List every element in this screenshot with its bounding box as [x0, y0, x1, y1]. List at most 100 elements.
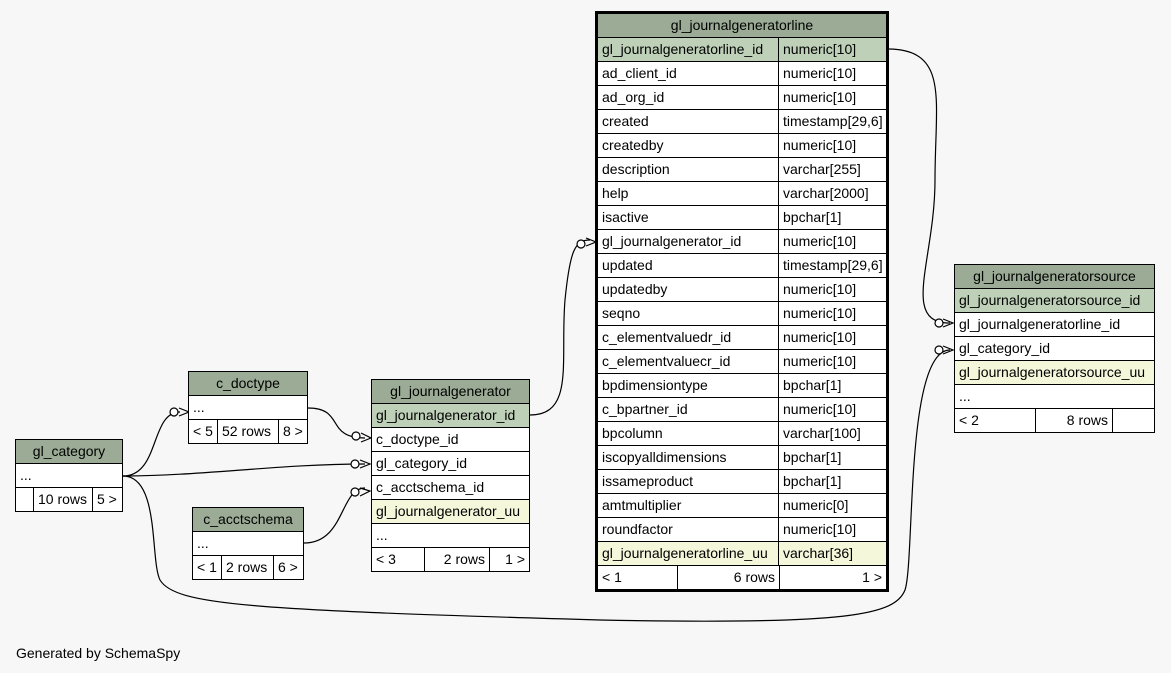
table-title: c_acctschema — [193, 508, 303, 532]
column-name: description — [602, 161, 670, 177]
column-name: ... — [197, 535, 209, 551]
children-count[interactable]: 1 > — [489, 548, 529, 571]
column-type: numeric[0] — [778, 494, 886, 517]
column-type: bpchar[1] — [778, 374, 886, 397]
column-name: gl_journalgeneratorline_uu — [602, 545, 768, 561]
column-list: ... — [16, 464, 122, 488]
children-count[interactable]: 8 > — [278, 420, 307, 443]
parents-count[interactable]: < 1 — [602, 569, 622, 585]
crowfoot — [359, 487, 372, 497]
children-count[interactable]: 6 > — [273, 556, 303, 579]
column-type: bpchar[1] — [778, 470, 886, 493]
table-row[interactable]: ... — [189, 396, 307, 420]
crowfoot — [942, 345, 955, 355]
children-count[interactable]: 5 > — [92, 488, 122, 511]
table-row[interactable]: gl_journalgeneratorsource_id — [955, 289, 1154, 313]
column-type: bpchar[1] — [778, 446, 886, 469]
table-row[interactable]: gl_category_id — [955, 337, 1154, 361]
parents-count[interactable]: < 3 — [376, 551, 396, 567]
edge-end-circle — [351, 431, 361, 441]
table-row[interactable]: ... — [955, 385, 1154, 409]
column-type: numeric[10] — [778, 398, 886, 421]
table-row[interactable]: c_doctype_id — [372, 428, 529, 452]
table-gl-journalgenerator[interactable]: gl_journalgenerator gl_journalgenerator_… — [371, 379, 530, 572]
column-type: varchar[2000] — [778, 182, 886, 205]
parents-count[interactable] — [16, 488, 33, 511]
children-count[interactable] — [1112, 409, 1154, 432]
table-c-doctype[interactable]: c_doctype ... < 5 52 rows 8 > — [188, 371, 308, 444]
column-name: help — [602, 185, 629, 201]
row-count: 8 rows — [1035, 409, 1112, 432]
edge-end-circle — [350, 487, 360, 497]
table-title: c_doctype — [189, 372, 307, 396]
parents-count[interactable]: < 1 — [197, 559, 217, 575]
edge-line-to-source — [886, 48, 951, 324]
table-row[interactable]: c_acctschema_id — [372, 476, 529, 500]
column-name: c_elementvaluecr_id — [602, 353, 731, 369]
column-type: numeric[10] — [778, 350, 886, 373]
table-row[interactable]: c_elementvaluecr_id numeric[10] — [598, 350, 886, 374]
parents-count[interactable]: < 5 — [193, 423, 213, 439]
table-row[interactable]: gl_journalgenerator_uu — [372, 500, 529, 524]
column-name: ad_org_id — [602, 89, 665, 105]
table-row[interactable]: help varchar[2000] — [598, 182, 886, 206]
crowfoot — [942, 318, 955, 328]
column-list: gl_journalgeneratorsource_id gl_journalge… — [955, 289, 1154, 409]
column-name: gl_category_id — [959, 340, 1051, 356]
table-row[interactable]: gl_journalgenerator_id — [372, 404, 529, 428]
table-c-acctschema[interactable]: c_acctschema ... < 1 2 rows 6 > — [192, 507, 304, 580]
column-name: gl_journalgeneratorsource_uu — [959, 364, 1146, 380]
table-title: gl_category — [16, 440, 122, 464]
column-name: seqno — [602, 305, 641, 321]
parents-count[interactable]: < 2 — [959, 412, 979, 428]
table-row[interactable]: bpdimensiontype bpchar[1] — [598, 374, 886, 398]
table-gl-category[interactable]: gl_category ... 10 rows 5 > — [15, 439, 123, 512]
column-name: gl_journalgenerator_id — [376, 407, 516, 423]
children-count[interactable]: 1 > — [779, 566, 886, 589]
column-name: bpdimensiontype — [602, 377, 708, 393]
column-type: bpchar[1] — [778, 206, 886, 229]
table-title: gl_journalgeneratorline — [598, 14, 886, 38]
table-gl-journalgeneratorline[interactable]: gl_journalgeneratorline gl_journalgenera… — [595, 11, 889, 592]
column-type: numeric[10] — [778, 326, 886, 349]
table-row[interactable]: ... — [193, 532, 303, 556]
column-name: updatedby — [602, 281, 668, 297]
crowfoot — [359, 459, 372, 469]
column-list: ... — [189, 396, 307, 420]
edge-generator-to-line — [529, 239, 591, 416]
row-count: 2 rows — [221, 556, 273, 579]
column-type: numeric[10] — [778, 278, 886, 301]
table-row[interactable]: ... — [16, 464, 122, 488]
column-name: bpcolumn — [602, 425, 663, 441]
column-name: gl_journalgeneratorsource_id — [959, 292, 1141, 308]
column-name: createdby — [602, 137, 664, 153]
table-row[interactable]: ... — [372, 524, 529, 548]
table-title: gl_journalgenerator — [372, 380, 529, 404]
edge-category-to-generator — [122, 463, 366, 477]
table-row[interactable]: updatedby numeric[10] — [598, 278, 886, 302]
column-name: gl_journalgeneratorline_id — [602, 41, 764, 57]
table-row[interactable]: gl_journalgeneratorsource_uu — [955, 361, 1154, 385]
table-row[interactable]: gl_category_id — [372, 452, 529, 476]
table-gl-journalgeneratorsource[interactable]: gl_journalgeneratorsource gl_journalgene… — [954, 264, 1155, 433]
table-row[interactable]: gl_journalgeneratorline_id — [955, 313, 1154, 337]
